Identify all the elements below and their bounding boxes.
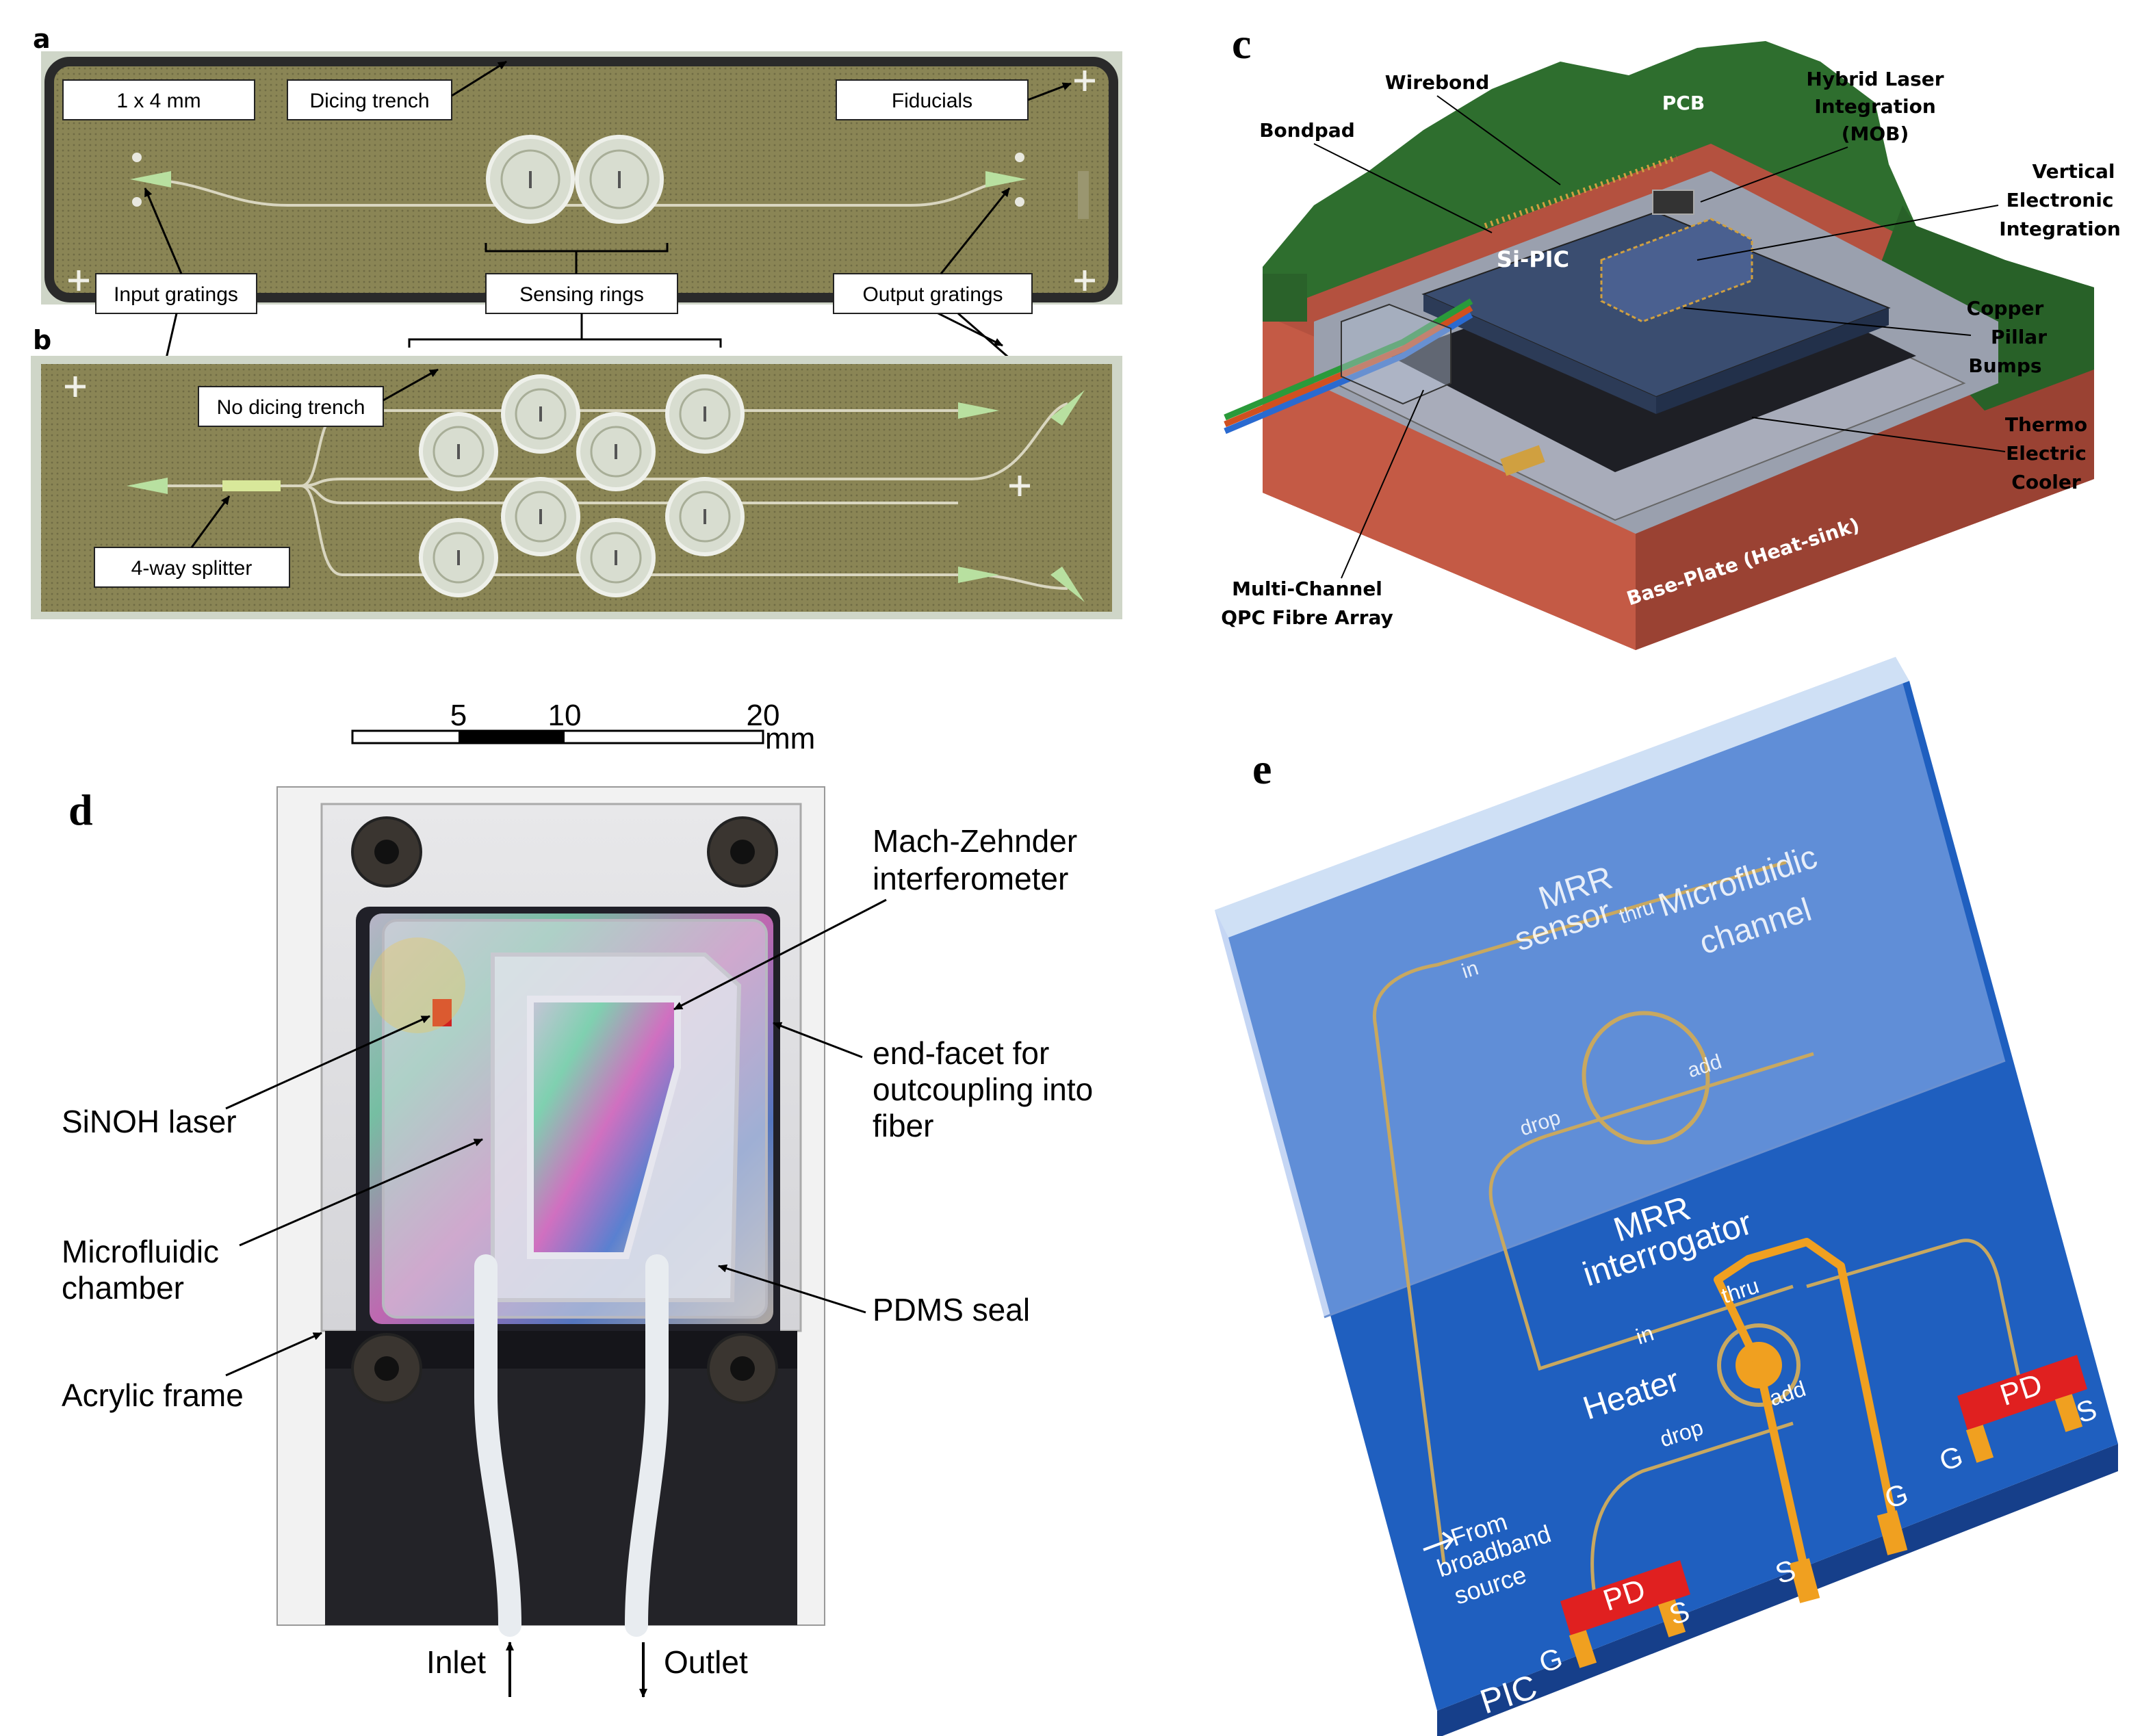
arrow	[190, 495, 231, 548]
hybrid-laser-line1: Hybrid Laser	[1806, 68, 1944, 90]
arrow	[1027, 82, 1072, 101]
bondpad-label: Bondpad	[1259, 119, 1355, 142]
microfluidic-chamber	[527, 996, 681, 1259]
sensing-rings-label: Sensing rings	[519, 283, 644, 306]
dicing-trench-label: Dicing trench	[309, 90, 429, 112]
output-grating-a	[985, 171, 1027, 187]
pcb-board	[1263, 41, 2094, 328]
input-grating-a	[130, 171, 171, 187]
fiducial-cross	[1074, 70, 1095, 91]
chamber-line1: Microfluidic	[62, 1234, 219, 1269]
thermo-line3: Cooler	[2011, 471, 2081, 493]
input-gratings-label: Input gratings	[114, 283, 238, 306]
copper-line2: Pillar	[1991, 326, 2047, 348]
scale-unit: mm	[765, 722, 815, 755]
arrow	[940, 187, 1011, 274]
arrow	[451, 60, 507, 97]
scale-tick-10: 10	[548, 699, 582, 732]
panel-b: b	[31, 325, 1122, 619]
waveguides-e	[1373, 860, 2028, 1595]
screws	[351, 816, 778, 1404]
vertical-line3: Integration	[1999, 218, 2121, 240]
hybrid-laser-line2: Integration	[1814, 95, 1936, 118]
mob-laser	[1652, 190, 1694, 215]
arrow	[383, 368, 439, 402]
end-facet-line1: end-facet for	[873, 1035, 1049, 1071]
bracket	[485, 243, 669, 274]
output-gratings-label: Output gratings	[862, 283, 1003, 306]
fibre-array	[1224, 298, 1473, 435]
frame-label: Acrylic frame	[62, 1377, 244, 1413]
microfluidic-lid	[1215, 657, 2005, 1317]
hybrid-laser-line3: (MOB)	[1842, 122, 1909, 145]
wirebond-label: Wirebond	[1385, 71, 1490, 94]
panel-c: c Wirebond PCB Hybrid Laser	[1221, 19, 2121, 650]
panel-c-letter: c	[1232, 19, 1251, 68]
thermo-line1: Thermo	[2005, 413, 2087, 436]
arrow	[144, 187, 183, 274]
sinoh-laser	[433, 999, 452, 1026]
scale-tick-20: 20	[747, 699, 780, 732]
mzi-line2: interferometer	[873, 861, 1068, 896]
ring-array-b	[419, 374, 745, 597]
fiducials-label: Fiducials	[892, 90, 972, 112]
arrow	[927, 307, 1003, 347]
panel-e: e PD	[1215, 657, 2118, 1736]
vertical-electronic	[1600, 218, 1753, 323]
si-pic-label: Si-PIC	[1497, 246, 1569, 272]
sensor-ring	[1582, 1011, 1710, 1145]
panel-b-letter: b	[33, 325, 51, 355]
end-facet-line2: outcoupling into	[873, 1072, 1093, 1107]
panel-d: d 5 10 20 mm	[62, 699, 1093, 1698]
interrogator-ring	[1717, 1323, 1801, 1407]
vertical-line1: Vertical	[2032, 160, 2115, 183]
tubes	[474, 1254, 669, 1637]
panel-d-letter: d	[68, 786, 93, 834]
inlet-label: Inlet	[426, 1644, 486, 1680]
no-dicing-trench-label: No dicing trench	[217, 396, 365, 419]
copper-line3: Bumps	[1968, 354, 2041, 377]
from-arrow	[1423, 1531, 1454, 1551]
laser-label: SiNOH laser	[62, 1104, 237, 1139]
pd-left: PD	[1560, 1560, 1690, 1668]
panel-a: a 1 x 4 mm Dicing trench Fiducials In	[33, 24, 1122, 473]
splitter-shape	[222, 480, 281, 491]
mzi-line1: Mach-Zehnder	[873, 823, 1077, 859]
scale-tick-5: 5	[450, 699, 467, 732]
pdms-label: PDMS seal	[873, 1292, 1030, 1327]
pcb-label: PCB	[1662, 92, 1705, 114]
vertical-line2: Electronic	[2007, 189, 2114, 211]
size-label: 1 x 4 mm	[116, 90, 201, 112]
heater-traces	[1714, 1238, 1896, 1565]
chamber-line2: chamber	[62, 1270, 184, 1306]
panel-e-letter: e	[1252, 744, 1272, 793]
fiducial-cross	[68, 270, 89, 291]
scale-bar: 5 10 20 mm	[351, 699, 815, 755]
end-facet-line3: fiber	[873, 1108, 933, 1143]
copper-line1: Copper	[1967, 297, 2044, 320]
fibre-line1: Multi-Channel	[1232, 578, 1382, 600]
outlet-label: Outlet	[664, 1644, 748, 1680]
bracket	[408, 313, 722, 348]
panel-a-letter: a	[33, 24, 51, 54]
waveguide-a	[136, 178, 1020, 207]
splitter-label: 4-way splitter	[131, 557, 253, 580]
fibre-line2: QPC Fibre Array	[1221, 606, 1393, 629]
fiducial-cross	[1074, 270, 1095, 291]
thermo-line2: Electric	[2006, 442, 2087, 465]
